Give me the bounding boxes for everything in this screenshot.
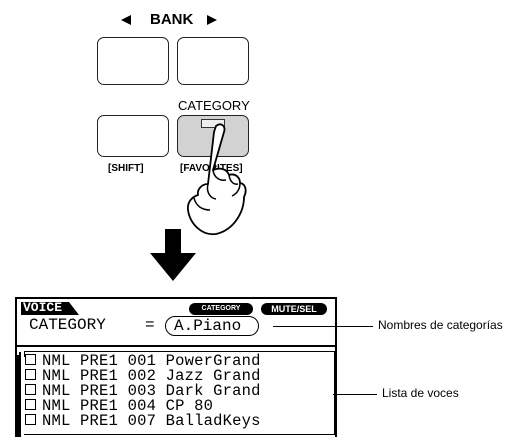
voice-row[interactable]: NML PRE1 004 CP 80 <box>25 397 214 415</box>
voice-list-callout-line <box>333 394 377 395</box>
voice-type: NML <box>42 397 71 415</box>
bank-dec-button[interactable] <box>97 37 169 85</box>
bank-right-arrow-icon <box>207 15 217 25</box>
voice-number: 004 <box>127 397 157 415</box>
lcd-display: VOICE CATEGORY MUTE/SEL CATEGORY = A.Pia… <box>15 297 337 437</box>
shift-button[interactable] <box>97 115 169 157</box>
voice-number: 007 <box>127 412 157 430</box>
voice-checkbox[interactable] <box>25 369 36 380</box>
mute-sel-tab[interactable]: MUTE/SEL <box>261 303 327 315</box>
voice-name: PowerGrand <box>165 352 261 370</box>
bank-label: BANK <box>150 11 194 28</box>
category-led <box>201 119 225 128</box>
voice-type: NML <box>42 352 71 370</box>
category-field-label: CATEGORY <box>29 316 106 334</box>
voice-number: 001 <box>127 352 157 370</box>
voice-list-bracket <box>24 351 335 435</box>
voice-checkbox[interactable] <box>25 414 36 425</box>
voice-bank: PRE1 <box>80 397 119 415</box>
category-tab[interactable]: CATEGORY <box>189 303 253 315</box>
voice-number: 003 <box>127 382 157 400</box>
voice-name: Jazz Grand <box>165 367 261 385</box>
voice-bank: PRE1 <box>80 352 119 370</box>
voice-list-callout: Lista de voces <box>382 386 459 400</box>
voice-checkbox[interactable] <box>25 354 36 365</box>
category-value-oval[interactable]: A.Piano <box>165 316 259 336</box>
voice-type: NML <box>42 382 71 400</box>
bank-left-arrow-icon <box>121 15 131 25</box>
down-arrow-icon <box>150 229 196 281</box>
voice-row[interactable]: NML PRE1 002 Jazz Grand <box>25 367 261 385</box>
category-callout-line <box>273 326 373 327</box>
category-equals: = <box>145 316 155 334</box>
voice-checkbox[interactable] <box>25 399 36 410</box>
voice-checkbox[interactable] <box>25 384 36 395</box>
voice-type: NML <box>42 412 71 430</box>
category-names-callout: Nombres de categorías <box>378 318 503 332</box>
pressing-hand-icon <box>186 123 247 236</box>
voice-list-bracket-left <box>24 351 26 357</box>
category-value: A.Piano <box>174 317 242 335</box>
voice-number: 002 <box>127 367 157 385</box>
voice-bank: PRE1 <box>80 367 119 385</box>
category-button-label: CATEGORY <box>178 98 250 113</box>
voice-row[interactable]: NML PRE1 007 BalladKeys <box>25 412 261 430</box>
voice-type: NML <box>42 367 71 385</box>
voice-bank: PRE1 <box>80 382 119 400</box>
list-cursor <box>17 352 21 437</box>
bank-inc-button[interactable] <box>177 37 249 85</box>
list-cursor-notch <box>17 352 19 355</box>
shift-label: [SHIFT] <box>108 163 144 174</box>
voice-name: CP 80 <box>165 397 214 415</box>
mode-tab: VOICE <box>21 300 87 315</box>
voice-name: Dark Grand <box>165 382 261 400</box>
voice-row[interactable]: NML PRE1 001 PowerGrand <box>25 352 261 370</box>
mode-tab-label: VOICE <box>23 300 63 315</box>
lcd-separator <box>17 345 335 347</box>
voice-row[interactable]: NML PRE1 003 Dark Grand <box>25 382 261 400</box>
voice-name: BalladKeys <box>165 412 261 430</box>
voice-bank: PRE1 <box>80 412 119 430</box>
